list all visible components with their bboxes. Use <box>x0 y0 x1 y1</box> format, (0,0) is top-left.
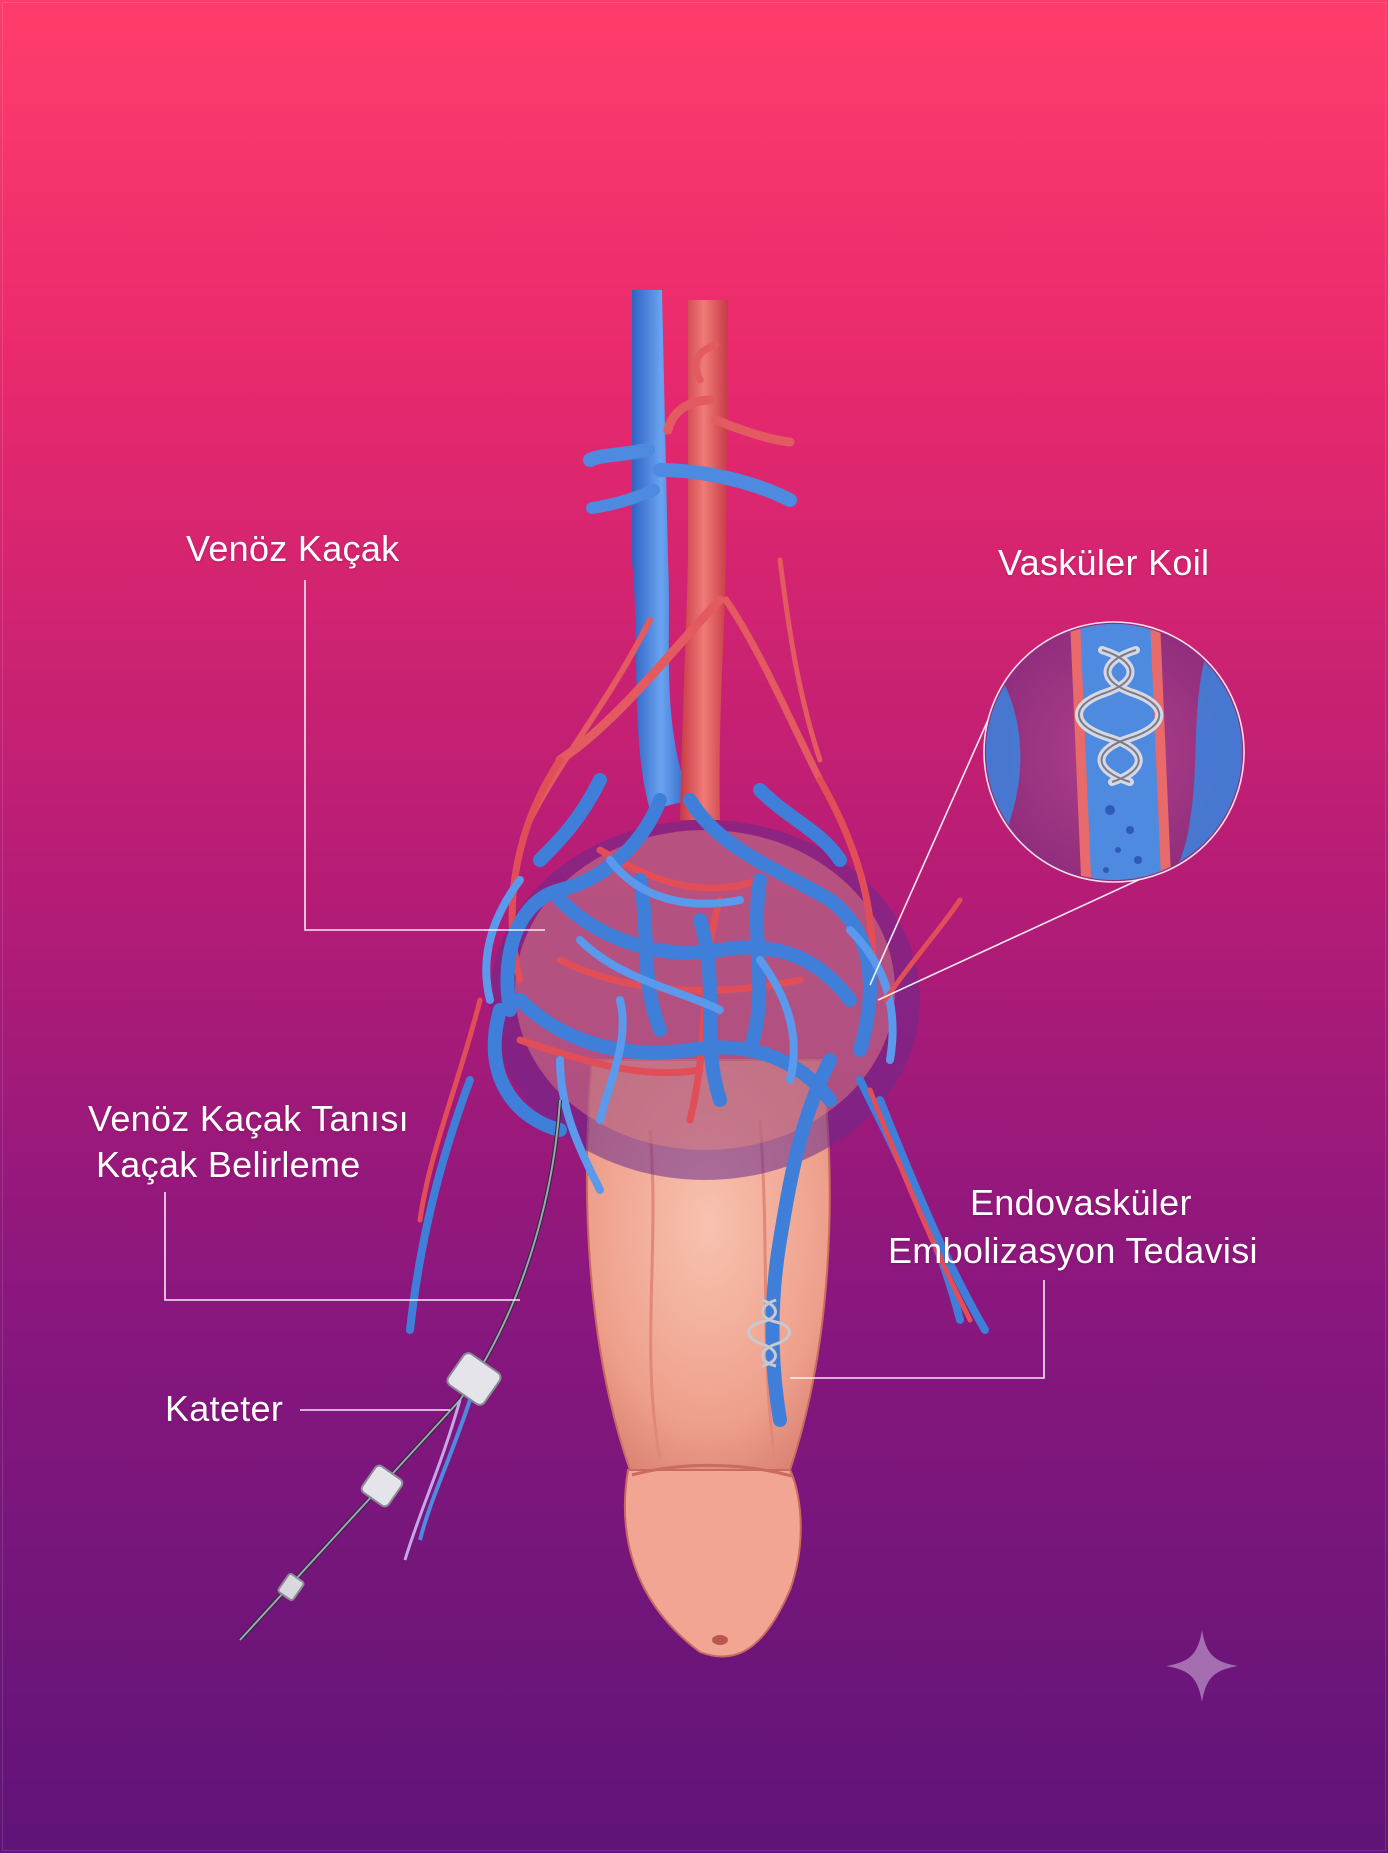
coil-inset <box>983 621 1245 883</box>
label-venoz-kacak-tanisi: Venöz Kaçak Tanısı <box>88 1098 409 1139</box>
leader-venoz-kacak <box>304 580 545 931</box>
main-vessels <box>527 290 824 823</box>
leader-kacak-belirleme <box>164 1192 520 1301</box>
leader-koil-upper <box>869 719 989 986</box>
label-venoz-kacak: Venöz Kaçak <box>186 528 400 569</box>
leader-koil-lower <box>877 869 1161 1001</box>
label-kateter: Kateter <box>165 1388 284 1429</box>
coil-in-vein <box>747 1298 791 1368</box>
label-vaskuler-koil: Vasküler Koil <box>998 542 1210 583</box>
leader-embolizasyon <box>790 1280 1045 1379</box>
catheter <box>238 1099 562 1642</box>
venous-plexus <box>406 756 989 1427</box>
label-kacak-belirleme: Kaçak Belirleme <box>96 1144 361 1185</box>
label-embolizasyon-tedavisi: Embolizasyon Tedavisi <box>888 1230 1258 1271</box>
label-endovaskuler: Endovasküler <box>970 1182 1192 1223</box>
leader-lines <box>164 580 1161 1411</box>
sparkle-icon <box>1166 1630 1238 1702</box>
